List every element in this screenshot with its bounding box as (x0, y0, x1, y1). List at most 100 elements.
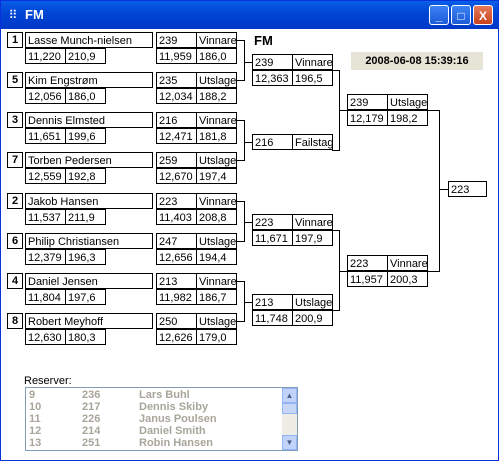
result-number: 235 (156, 72, 197, 88)
result-status: Vinnare (196, 273, 237, 289)
player-name[interactable]: Dennis Elmsted (25, 112, 153, 128)
r3-speed: 198,2 (387, 110, 428, 126)
result-status: Vinnare (196, 112, 237, 128)
reserve-position: 9 (29, 389, 36, 401)
r2-number: 223 (252, 214, 293, 230)
bracket-line (236, 160, 244, 161)
page-title: FM (254, 33, 273, 48)
result-time: 11,982 (156, 289, 197, 305)
r2-number: 213 (252, 294, 293, 310)
seed-number: 8 (7, 313, 23, 329)
reserve-position: 13 (29, 437, 42, 449)
reserve-number: 217 (82, 401, 101, 413)
r2-speed: 200,9 (292, 310, 333, 326)
r2-time: 12,363 (252, 70, 293, 86)
result-speed: 188,2 (196, 88, 237, 104)
bracket-line (244, 201, 245, 242)
result-status: Vinnare (196, 193, 237, 209)
grid-icon[interactable]: ⠿ (8, 8, 18, 22)
result-status: Utslagen (196, 72, 237, 88)
player-name[interactable]: Philip Christiansen (25, 233, 153, 249)
bracket-line (339, 110, 347, 111)
reserve-position: 11 (29, 413, 41, 425)
window-title: FM (25, 7, 44, 22)
result-status: Utslagen (196, 313, 237, 329)
close-button[interactable]: X (473, 5, 493, 25)
seed-number: 6 (7, 233, 23, 249)
scroll-up-icon[interactable]: ▲ (282, 388, 297, 403)
bracket-line (236, 321, 244, 322)
reserves-scrollbar[interactable]: ▲ ▼ (282, 388, 297, 450)
seed-number: 2 (7, 193, 23, 209)
result-number: 250 (156, 313, 197, 329)
scroll-thumb[interactable] (282, 403, 297, 414)
bracket-line (236, 80, 244, 81)
reserve-number: 236 (82, 389, 101, 401)
maximize-button[interactable]: □ (451, 5, 471, 25)
r2-number: 239 (252, 54, 293, 70)
r2-status: Vinnare (292, 214, 333, 230)
bracket-line (244, 222, 252, 223)
r2-time: 11,748 (252, 310, 293, 326)
scroll-down-icon[interactable]: ▼ (282, 435, 297, 450)
result-speed: 197,4 (196, 168, 237, 184)
result-number: 247 (156, 233, 197, 249)
bracket-line (236, 40, 244, 41)
player-name[interactable]: Torben Pedersen (25, 152, 153, 168)
result-time: 11,959 (156, 48, 197, 64)
bracket-line (244, 40, 245, 81)
player-speed: 199,6 (65, 128, 106, 144)
reserve-number: 214 (82, 425, 101, 437)
result-speed: 181,8 (196, 128, 237, 144)
title-bar[interactable]: ⠿ FM _ □ X (1, 1, 498, 29)
bracket-line (244, 302, 252, 303)
player-name[interactable]: Jakob Hansen (25, 193, 153, 209)
player-avg: 11,220 (25, 48, 66, 64)
player-name[interactable]: Robert Meyhoff (25, 313, 153, 329)
final-winner: 223 (448, 181, 487, 197)
seed-number: 4 (7, 273, 23, 289)
bracket-line (244, 62, 252, 63)
result-speed: 186,0 (196, 48, 237, 64)
r3-time: 12,179 (347, 110, 388, 126)
player-speed: 192,8 (65, 168, 106, 184)
player-speed: 210,9 (65, 48, 106, 64)
player-name[interactable]: Daniel Jensen (25, 273, 153, 289)
seed-number: 7 (7, 152, 23, 168)
result-time: 12,034 (156, 88, 197, 104)
result-number: 259 (156, 152, 197, 168)
bracket-line (244, 120, 245, 161)
r3-status: Utslagen (387, 94, 428, 110)
reserve-number: 251 (82, 437, 101, 449)
bracket-line (332, 230, 339, 231)
player-name[interactable]: Kim Engstrøm (25, 72, 153, 88)
r2-status: Vinnare (292, 54, 333, 70)
bracket-line (332, 310, 339, 311)
r3-time: 11,957 (347, 271, 388, 287)
bracket-line (332, 70, 339, 71)
bracket-line (427, 110, 439, 111)
r3-number: 239 (347, 94, 388, 110)
bracket-line (339, 271, 347, 272)
seed-number: 1 (7, 32, 23, 48)
list-item[interactable]: 13 251 Robin Hansen (29, 437, 279, 450)
reserve-name: Daniel Smith (139, 425, 206, 437)
result-speed: 194,4 (196, 249, 237, 265)
player-speed: 186,0 (65, 88, 106, 104)
result-status: Utslagen (196, 233, 237, 249)
r2-status: Failstage (292, 134, 333, 150)
player-speed: 196,3 (65, 249, 106, 265)
r2-number: 216 (252, 134, 293, 150)
reserve-name: Robin Hansen (139, 437, 213, 449)
player-name[interactable]: Lasse Munch-nielsen (25, 32, 153, 48)
seed-number: 3 (7, 112, 23, 128)
bracket-line (236, 241, 244, 242)
bracket-line (332, 150, 339, 151)
minimize-button[interactable]: _ (429, 5, 449, 25)
